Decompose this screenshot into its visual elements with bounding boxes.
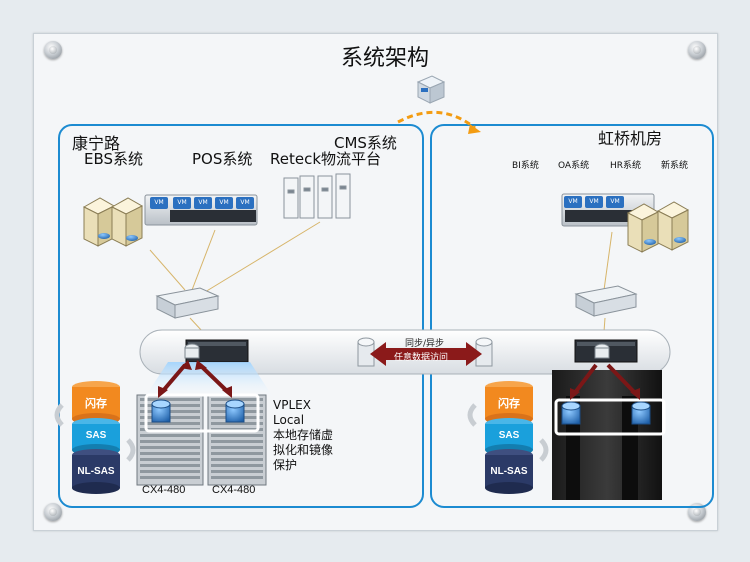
vplex-line: VPLEX [273, 398, 311, 412]
cms-system-label: CMS系统 [334, 134, 397, 152]
right-tier-stack [467, 381, 549, 494]
page-title: 系统架构 [341, 46, 430, 71]
vcenter-icon [416, 75, 446, 104]
bi-system-label: BI系统 [512, 161, 539, 171]
left-mirror-arrows [160, 363, 230, 394]
vplex-description: VPLEX Local 本地存储虚 拟化和镜像 保护 [273, 398, 333, 473]
any-data-access-label: 任意数据访问 [394, 353, 449, 363]
left-lun-group [144, 393, 260, 433]
left-luns [151, 399, 245, 423]
reteck-servers [283, 173, 351, 219]
vplex-glow [143, 362, 275, 400]
sync-mode-label: 同步/异步 [405, 339, 445, 349]
vm-badge: VM [606, 196, 624, 208]
flash-tier-label: 闪存 [498, 398, 520, 410]
vm-badge: VM [194, 197, 212, 209]
ebs-servers [82, 197, 144, 247]
vplex-line: 拟化和镜像 [273, 443, 334, 457]
corner-rivet [44, 41, 62, 59]
right-site-name: 虹桥机房 [598, 129, 663, 148]
right-servers [626, 201, 690, 253]
vm-badge: VM [564, 196, 582, 208]
right-mirror-arrows [572, 363, 638, 396]
corner-rivet [44, 503, 62, 521]
vplex-line: Local [273, 413, 305, 427]
left-site-box [58, 124, 424, 508]
new-system-label: 新系统 [661, 161, 689, 171]
vplex-line: 保护 [273, 458, 298, 472]
reteck-label: Reteck物流平台 [270, 150, 382, 168]
array-label: CX4-480 [142, 484, 186, 496]
hr-system-label: HR系统 [610, 161, 642, 171]
vplex-line: 本地存储虚 [273, 428, 334, 442]
replication-arc [397, 110, 476, 130]
vm-badge: VM [585, 196, 603, 208]
right-site-box [430, 124, 714, 508]
ebs-system-label: EBS系统 [84, 150, 144, 168]
nlsas-tier-label: NL-SAS [77, 466, 115, 477]
nlsas-tier-label: NL-SAS [490, 466, 528, 477]
left-switch [155, 287, 220, 319]
left-tier-stack [54, 381, 136, 494]
sync-link [357, 337, 493, 367]
vm-badge: VM [173, 197, 191, 209]
sas-tier-label: SAS [85, 430, 107, 441]
sas-tier-label: SAS [498, 430, 520, 441]
connection-lines [149, 221, 613, 346]
array-label: CX4-480 [212, 484, 256, 496]
vm-badge: VM [150, 197, 168, 209]
flash-tier-label: 闪存 [85, 398, 107, 410]
pos-system-label: POS系统 [192, 150, 253, 168]
vm-badge: VM [215, 197, 233, 209]
right-switch [574, 285, 638, 317]
right-luns [561, 401, 651, 425]
vm-badge: VM [236, 197, 254, 209]
arc-arrowhead [468, 124, 481, 134]
corner-rivet [688, 41, 706, 59]
left-site-name: 康宁路 [72, 134, 121, 153]
right-lun-group [554, 398, 666, 436]
oa-system-label: OA系统 [558, 161, 590, 171]
